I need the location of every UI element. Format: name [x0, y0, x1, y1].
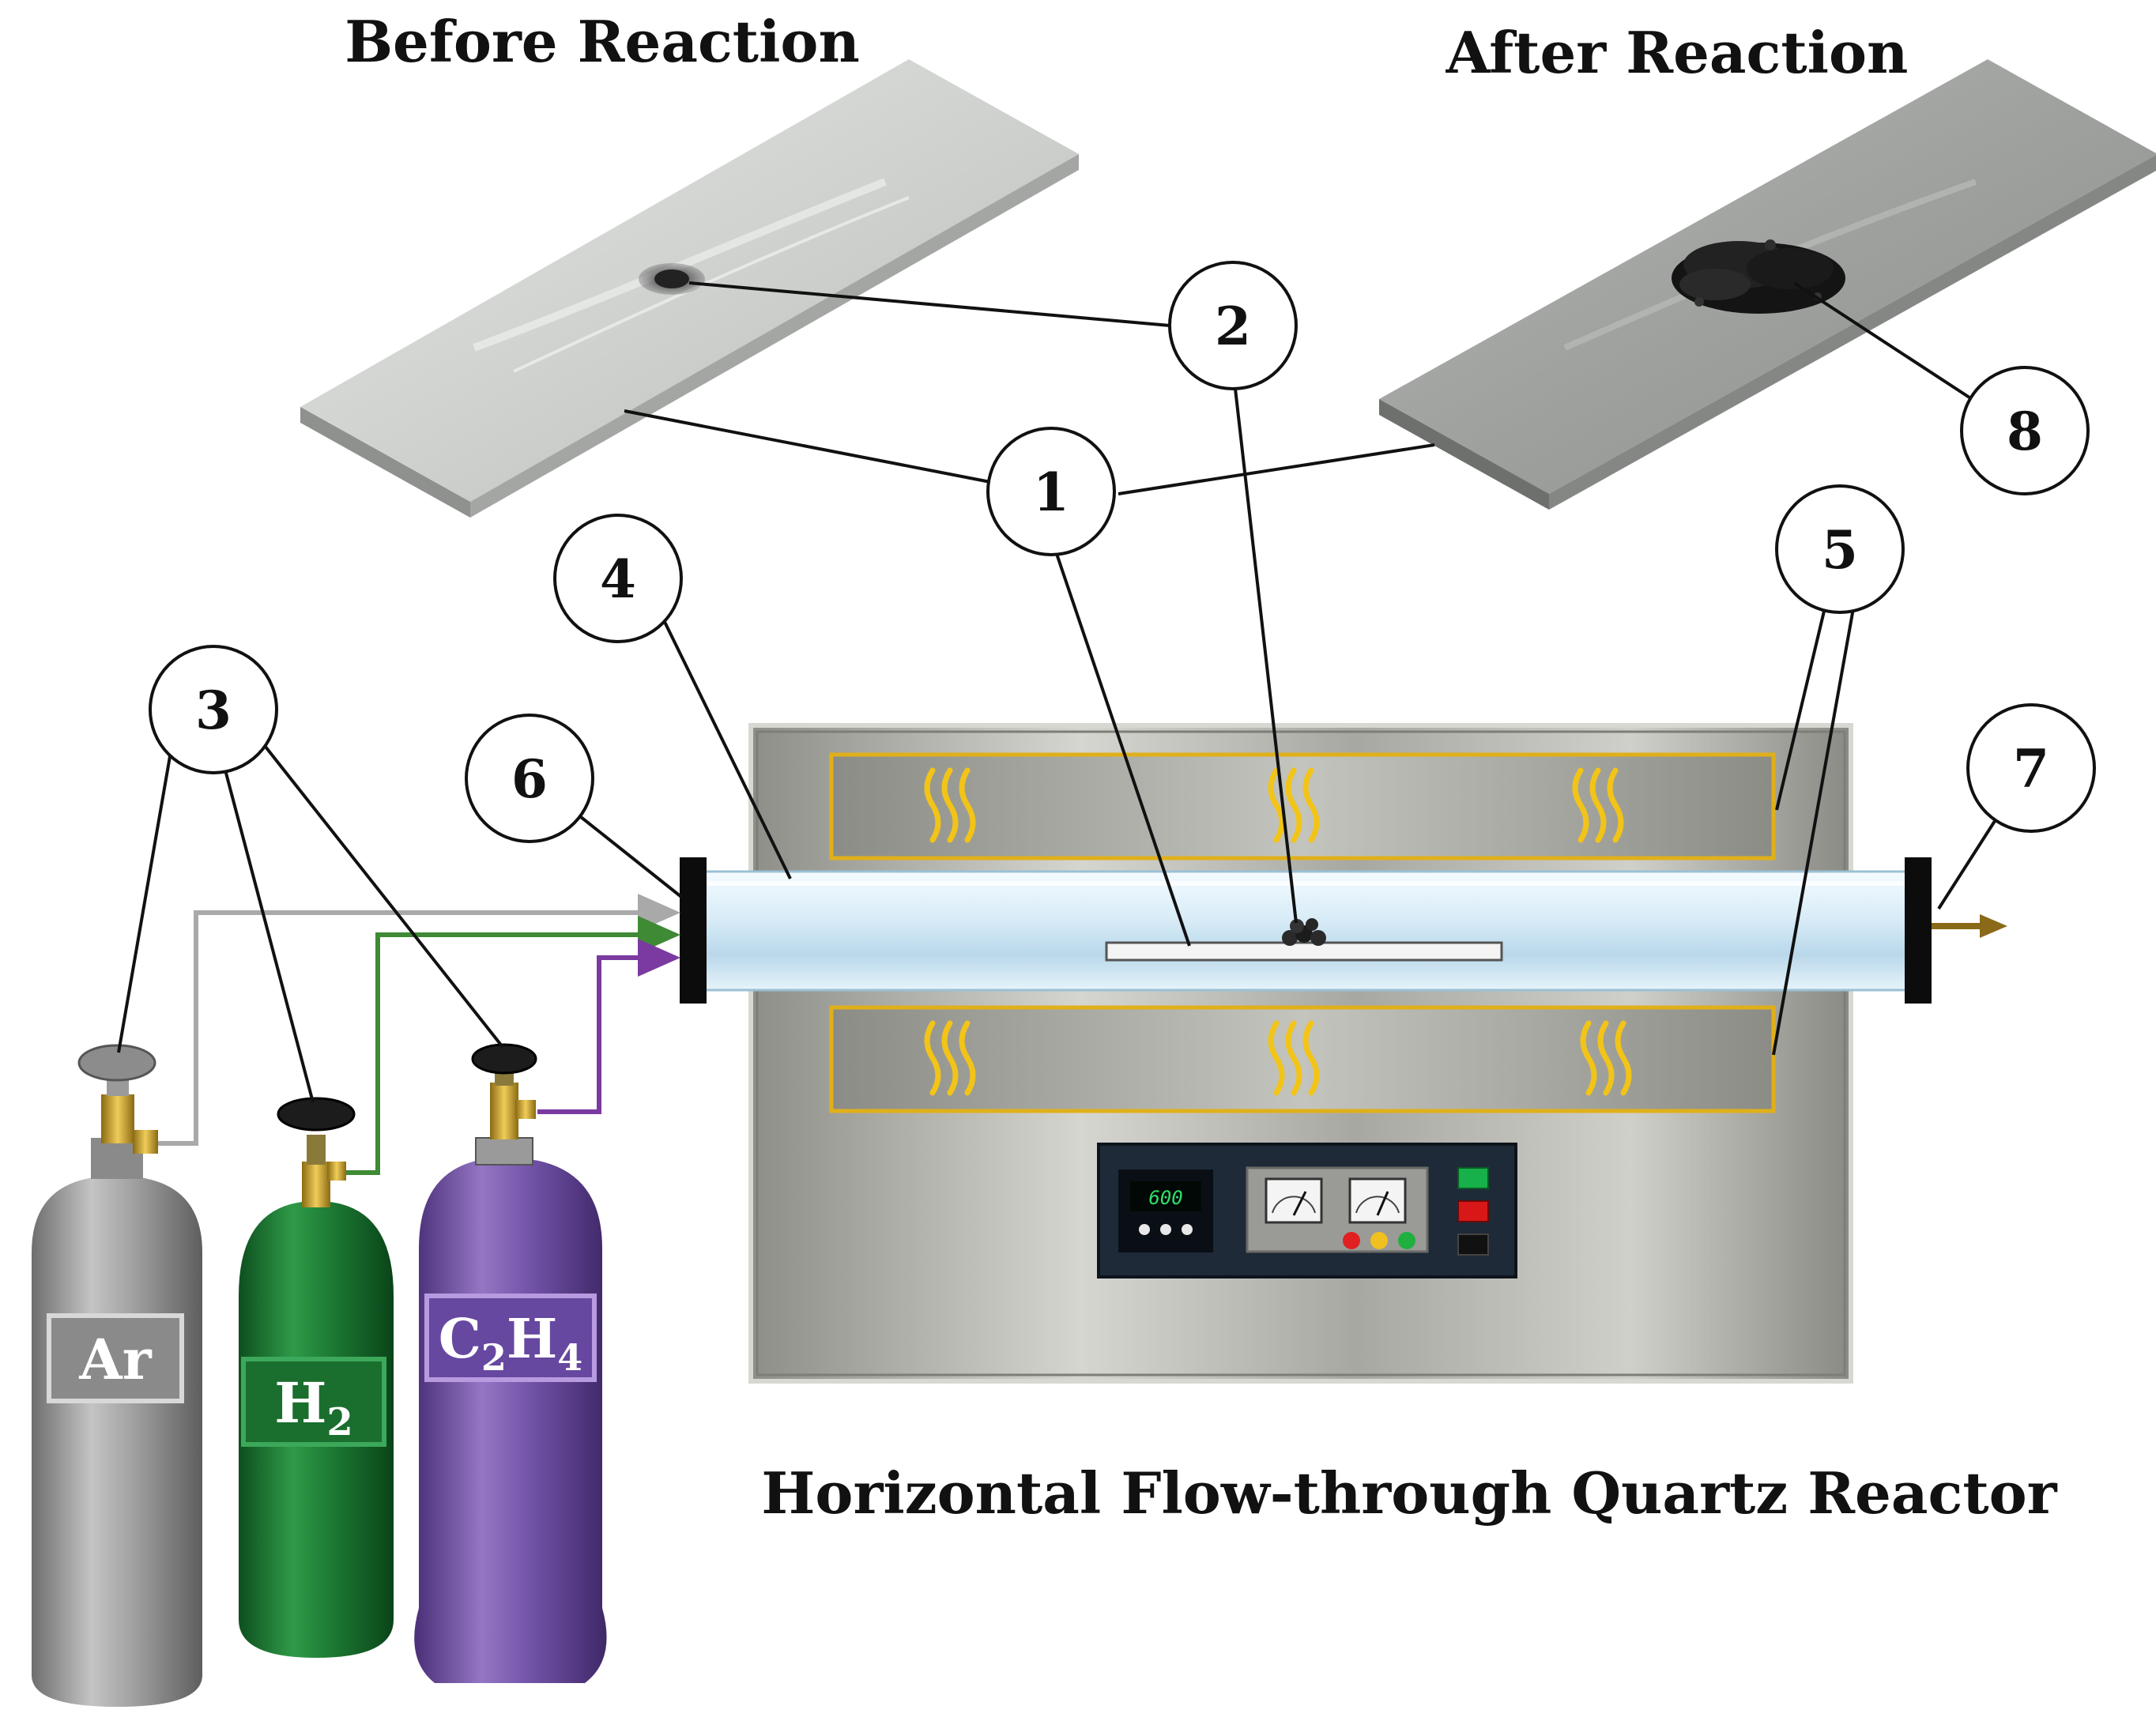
outlet-end-cap — [1905, 857, 1932, 1004]
argon-valve-handle — [77, 1044, 156, 1082]
argon-gas-line — [156, 894, 680, 1146]
heat-waves-bottom-center — [1268, 1020, 1320, 1096]
heat-waves-bottom-right — [1580, 1020, 1632, 1096]
hydrogen-label-sub: 2 — [326, 1400, 352, 1444]
callout-1: 1 — [986, 427, 1116, 556]
outlet-flow-arrow — [1932, 914, 2007, 938]
callout-5-label: 5 — [1822, 519, 1858, 581]
leader-lines — [117, 281, 2003, 1103]
green-switch — [1457, 1167, 1489, 1189]
substrate-in-tube — [1105, 918, 1503, 962]
ethylene-label-box — [424, 1294, 597, 1382]
hydrogen-label-box — [241, 1357, 386, 1447]
heat-waves-bottom-left — [924, 1020, 976, 1096]
callout-6: 6 — [465, 714, 594, 843]
hydrogen-label: H2 — [274, 1370, 353, 1444]
control-panel: 600 — [1097, 1143, 1517, 1279]
temperature-readout: 600 — [1148, 1187, 1182, 1209]
ethylene-label-h-sub: 4 — [557, 1336, 582, 1379]
leader-8 — [1792, 281, 1973, 401]
plate-before-reaction — [300, 59, 1079, 518]
callout-5: 5 — [1775, 484, 1905, 614]
hydrogen-cylinder: H2 — [239, 1097, 394, 1658]
ethylene-label: C2H4 — [439, 1308, 582, 1379]
leader-2-tube-powder — [1234, 388, 1298, 924]
leader-5-bottom-heater — [1772, 608, 1855, 1056]
callout-6-label: 6 — [511, 748, 548, 810]
hydrogen-label-main: H — [274, 1370, 326, 1436]
leader-1-after-plate — [1118, 443, 1435, 495]
inlet-end-cap — [680, 857, 707, 1004]
gauge-left — [1265, 1177, 1323, 1224]
leader-1-tube-substrate — [1054, 548, 1191, 947]
ethylene-label-h: H — [507, 1308, 557, 1371]
gauge-right — [1348, 1177, 1407, 1224]
argon-cylinder: Ar — [32, 1044, 202, 1707]
green-indicator-light — [1398, 1232, 1415, 1249]
reactor-title: Horizontal Flow-through Quartz Reactor — [761, 1459, 2057, 1527]
after-reaction-heading: After Reaction — [1446, 19, 1909, 86]
ethylene-cylinder: C2H4 — [414, 1043, 607, 1683]
leader-7 — [1937, 808, 2003, 910]
leader-3-hydrogen — [218, 748, 315, 1103]
callout-3: 3 — [149, 645, 278, 774]
heat-waves-top-right — [1572, 767, 1624, 843]
red-indicator-light — [1343, 1232, 1360, 1249]
heat-waves-top-left — [924, 767, 976, 843]
leader-4 — [662, 619, 792, 879]
furnace: 600 — [748, 723, 1853, 1384]
argon-label: Ar — [78, 1327, 152, 1392]
leader-1-before-plate — [624, 409, 991, 484]
callout-3-label: 3 — [195, 680, 232, 741]
callout-1-label: 1 — [1033, 461, 1069, 523]
leader-6 — [575, 812, 683, 898]
callout-8: 8 — [1960, 366, 2090, 495]
callout-8-label: 8 — [2007, 401, 2043, 462]
heat-waves-top-center — [1268, 767, 1320, 843]
leader-5-top-heater — [1775, 604, 1827, 811]
callout-7: 7 — [1966, 703, 2096, 833]
argon-label-box — [47, 1313, 184, 1403]
ethylene-valve-handle — [471, 1043, 537, 1075]
hydrogen-gas-line — [340, 916, 680, 1175]
leader-3-ethylene — [258, 737, 504, 1049]
black-switch — [1457, 1233, 1489, 1256]
yellow-indicator-light — [1370, 1232, 1388, 1249]
callout-7-label: 7 — [2013, 738, 2049, 800]
heater-bottom — [829, 1005, 1776, 1113]
hydrogen-valve-handle — [277, 1097, 356, 1132]
callout-2: 2 — [1168, 261, 1298, 390]
carbon-product-pile — [1672, 239, 1845, 314]
ethylene-gas-line — [537, 939, 680, 1114]
leader-3-argon — [117, 742, 174, 1053]
callout-4: 4 — [553, 514, 683, 643]
ethylene-label-c: C — [439, 1308, 481, 1371]
plate-after-reaction — [1379, 59, 2156, 510]
heater-top — [829, 752, 1776, 860]
red-switch — [1457, 1200, 1489, 1222]
callout-2-label: 2 — [1215, 296, 1251, 357]
callout-4-label: 4 — [600, 548, 636, 610]
ethylene-label-c-sub: 2 — [481, 1336, 507, 1379]
before-reaction-heading: Before Reaction — [345, 8, 860, 75]
leader-2-before-powder — [688, 281, 1170, 327]
